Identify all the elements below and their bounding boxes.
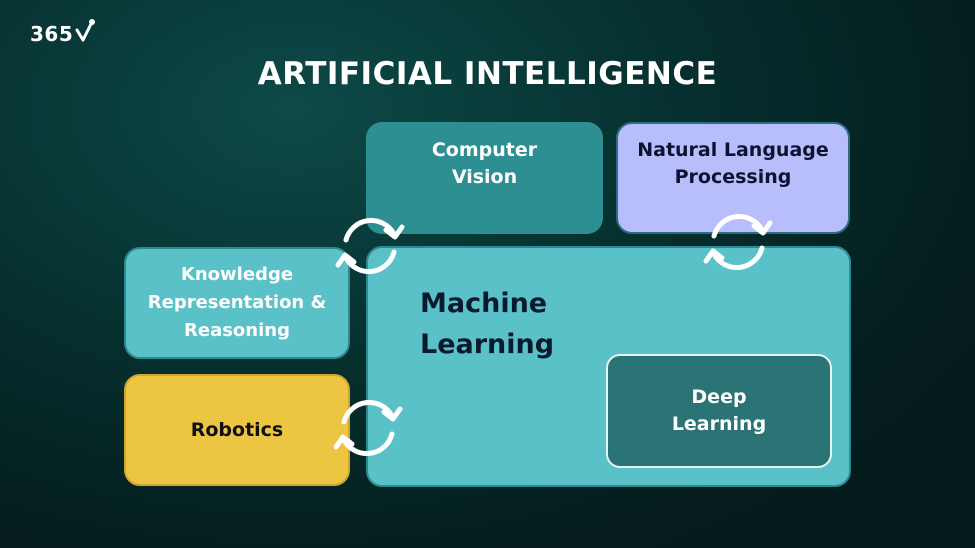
computer-vision-label: Computer Vision bbox=[431, 139, 538, 188]
nlp-label: Natural Language Processing bbox=[637, 139, 829, 188]
brand-logo: 365 bbox=[30, 19, 96, 46]
deep-learning-box: Deep Learning bbox=[606, 354, 832, 468]
cycle-arrows-icon bbox=[335, 217, 405, 275]
machine-learning-label: Machine Learning bbox=[420, 288, 555, 360]
checkmark-node-icon bbox=[75, 19, 96, 42]
deep-learning-label: Deep Learning bbox=[671, 386, 767, 435]
knowledge-representation-label: Knowledge Representation & Reasoning bbox=[147, 264, 327, 341]
robotics-box: Robotics bbox=[124, 374, 350, 486]
logo-text: 365 bbox=[30, 22, 74, 46]
knowledge-representation-box: Knowledge Representation & Reasoning bbox=[124, 247, 350, 359]
cycle-arrows-icon bbox=[703, 213, 773, 271]
cycle-arrows-icon bbox=[333, 399, 403, 457]
computer-vision-box: Computer Vision bbox=[366, 122, 603, 234]
diagram-title: ARTIFICIAL INTELLIGENCE bbox=[257, 56, 718, 92]
nlp-box: Natural Language Processing bbox=[616, 122, 850, 234]
robotics-label: Robotics bbox=[190, 419, 284, 441]
